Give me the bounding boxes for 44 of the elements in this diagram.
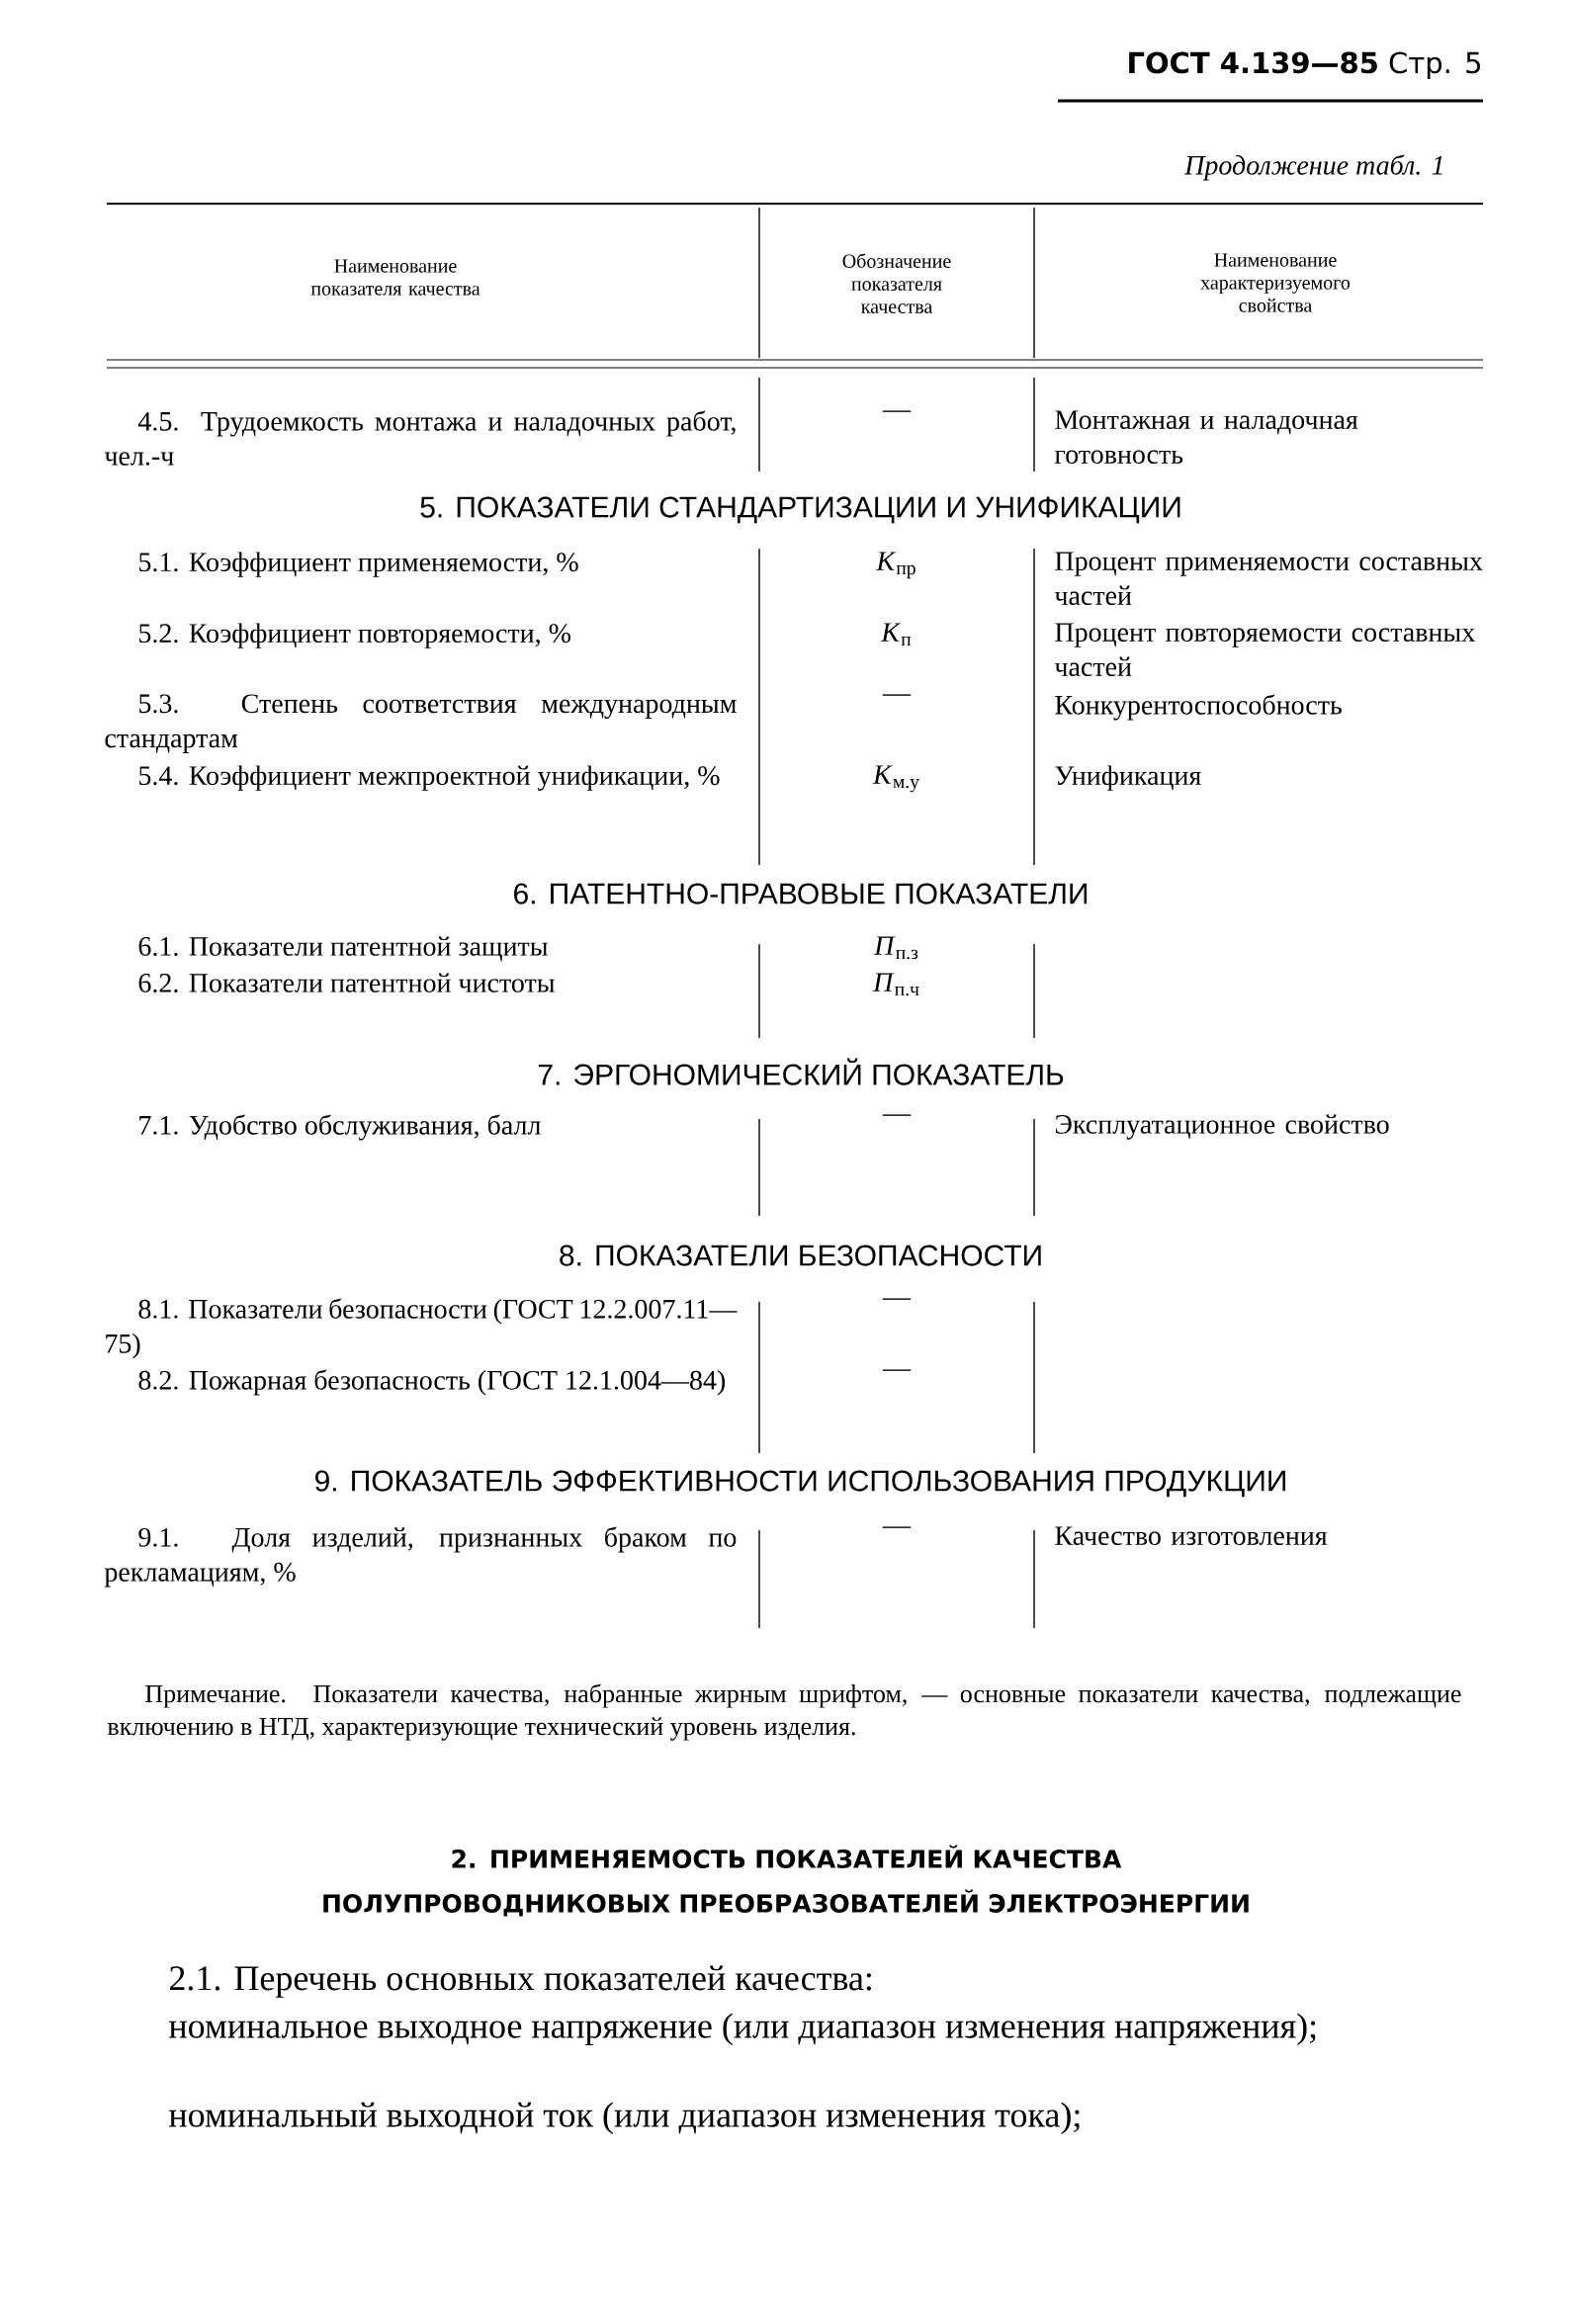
indicator-symbol: —	[882, 1298, 912, 1300]
indicator-name: 5.3. Степень соответствия международным стандартам	[105, 694, 737, 753]
property-name: Качество изготовления	[1055, 1526, 1328, 1546]
property-name: Унификация	[1055, 765, 1201, 791]
indicator-name: 8.1. Показатели безопасности (ГОСТ 12.2.007.11—75)	[106, 1298, 738, 1359]
indicator-name: 4.5. Трудоемкость монтажа и наладочных работ, чел.-ч	[104, 410, 736, 466]
property-name: Процент применяемости составных частей	[1054, 552, 1483, 606]
indicator-symbol: К$_{п}$	[881, 623, 912, 646]
property-name: Монтажная и наладочная готовность	[1054, 410, 1358, 465]
section-heading: 8. ПОКАЗАТЕЛИ БЕЗОПАСНОСТИ	[560, 1245, 1041, 1266]
indicator-name: 8.2. Пожарная безопасность (ГОСТ 12.1.004—84)	[138, 1369, 726, 1396]
property-name: Процент повторяемости составных частей	[1054, 623, 1475, 677]
indicator-name: 6.2. Показатели патентной чистоты	[138, 973, 555, 992]
paragraph-text: 2.1. Перечень основных показателей качества:	[169, 1965, 871, 1998]
table-continuation-note: Продолжение табл. 1	[1183, 154, 1442, 181]
indicator-symbol: К$_{м.у}$	[872, 765, 919, 793]
indicator-symbol: —	[882, 1114, 912, 1116]
indicator-symbol: К$_{пр}$	[876, 552, 916, 579]
property-name: Эксплуатационное свойство	[1055, 1114, 1389, 1140]
indicator-symbol: —	[882, 1526, 912, 1528]
indicator-name: 9.1. Доля изделий, признанных браком по рекламациям, %	[104, 1526, 737, 1588]
indicator-name: 5.2. Коэффициент повторяемости, %	[139, 623, 570, 648]
column-header: Обозначение показателя качества	[842, 253, 951, 313]
indicator-symbol: —	[882, 410, 912, 412]
section-heading: 9. ПОКАЗАТЕЛЬ ЭФФЕКТИВНОСТИ ИСПОЛЬЗОВАНИЯ ПРОДУКЦИИ	[315, 1470, 1285, 1498]
chapter-heading: 2. ПРИМЕНЯЕМОСТЬ ПОКАЗАТЕЛЕЙ КАЧЕСТВА ПОЛУПРОВОДНИКОВЫХ ПРЕОБРАЗОВАТЕЛЕЙ ЭЛЕКТРОЭНЕРГИИ	[323, 1845, 1249, 1917]
indicator-symbol: —	[882, 1369, 912, 1371]
paragraph-text: номинальный выходной ток (или диапазон изменения тока);	[169, 2102, 1080, 2135]
indicator-name: 5.4. Коэффициент межпроектной унификации, %	[139, 765, 720, 791]
indicator-name: 5.1. Коэффициент применяемости, %	[139, 552, 578, 577]
page-header: ГОСТ 4.139—85 Стр. 5	[1129, 51, 1481, 79]
indicator-name: 6.1. Показатели патентной защиты	[138, 936, 548, 962]
indicator-symbol: П$_{п.ч}$	[872, 973, 919, 996]
paragraph-text: номинальное выходное напряжение (или диапазон изменения напряжения);	[169, 2013, 1316, 2046]
section-heading: 7. ЭРГОНОМИЧЕСКИЙ ПОКАЗАТЕЛЬ	[538, 1058, 1064, 1085]
indicator-symbol: —	[882, 694, 912, 696]
indicator-symbol: П$_{п.з}$	[873, 936, 918, 960]
note-text: Примечание. Показатели качества, набранные жирным шрифтом, — основные показатели качества, подлежащие включению в НТД, характеризующие технический уровень изделия.	[107, 1683, 1461, 1741]
section-heading: 5. ПОКАЗАТЕЛИ СТАНДАРТИЗАЦИИ И УНИФИКАЦИИ	[420, 496, 1180, 524]
column-header: Наименование показателя качества	[310, 259, 480, 296]
column-header: Наименование характеризуемого свойства	[1200, 253, 1351, 312]
indicator-name: 7.1. Удобство обслуживания, балл	[139, 1114, 541, 1141]
section-heading: 6. ПАТЕНТНО-ПРАВОВЫЕ ПОКАЗАТЕЛИ	[514, 883, 1088, 904]
property-name: Конкурентоспособность	[1055, 694, 1342, 721]
